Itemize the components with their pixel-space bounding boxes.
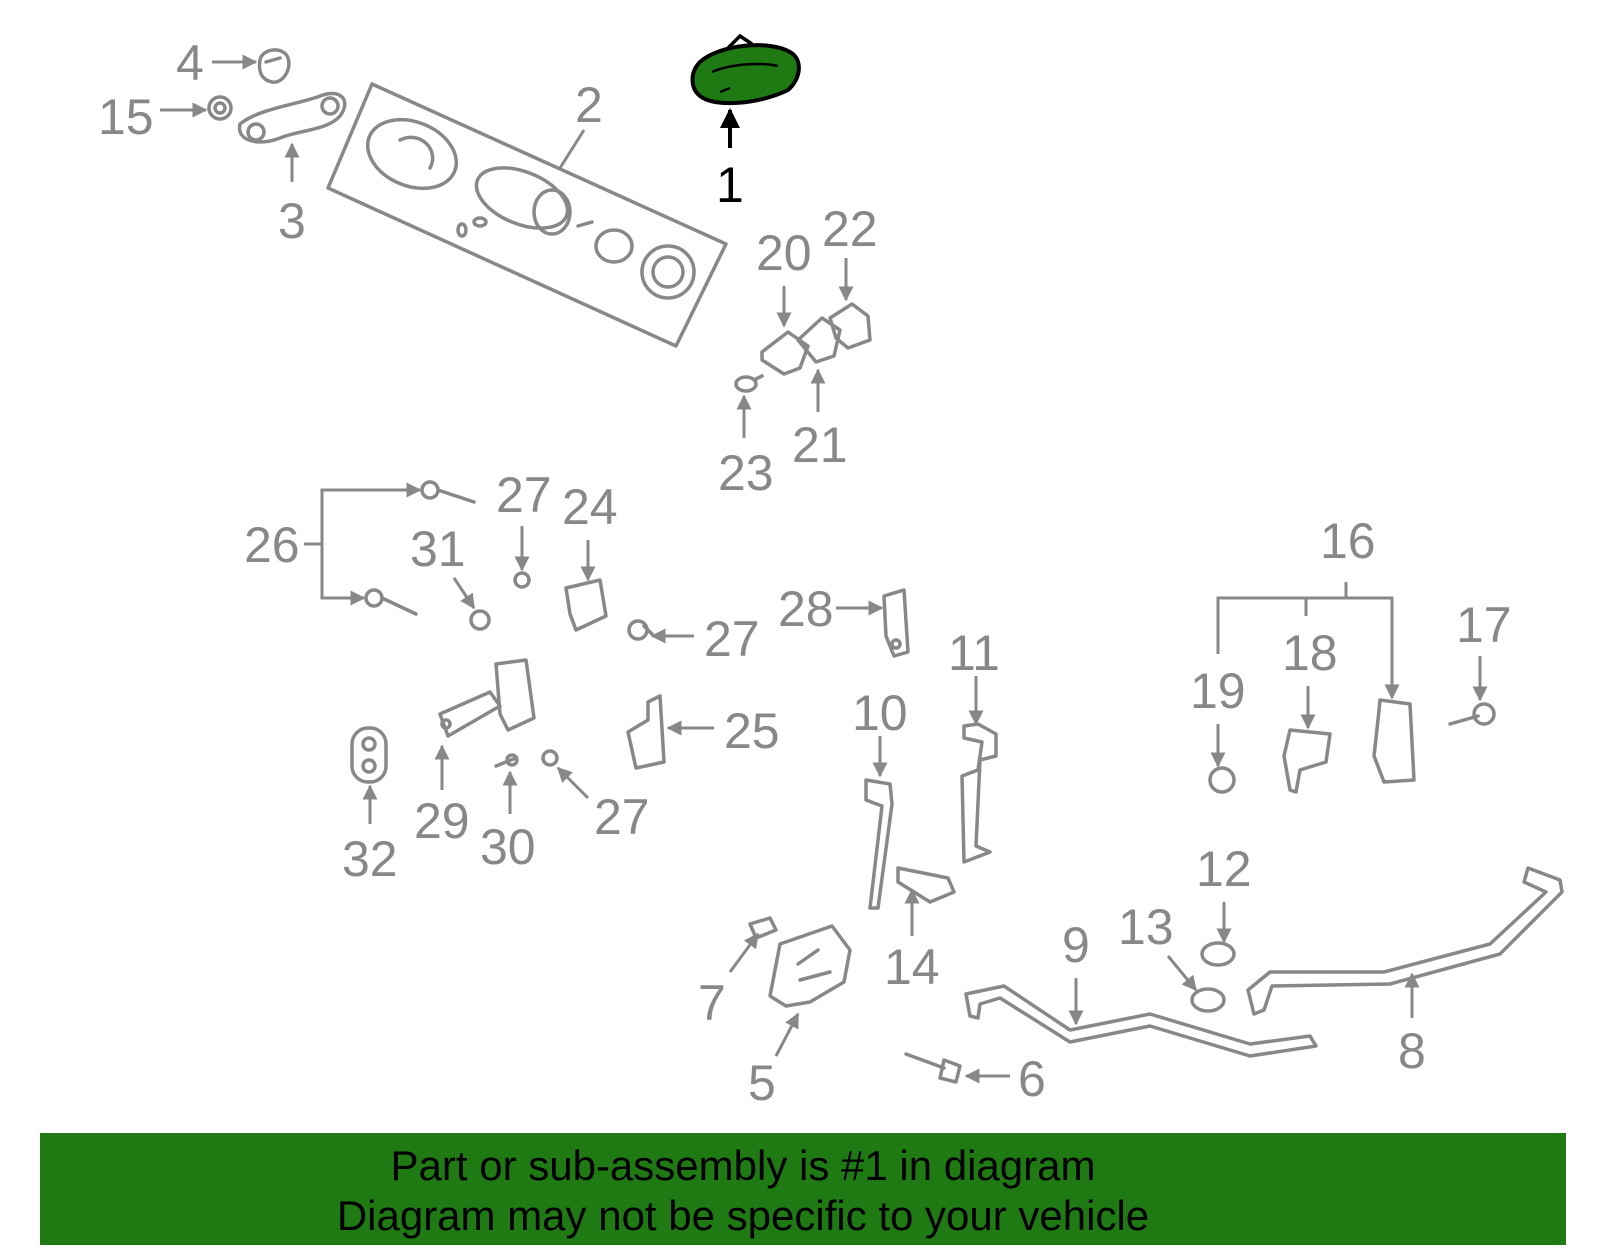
part-22-hinge[interactable] (828, 302, 872, 350)
part-23-bolt[interactable] (734, 374, 764, 393)
callout-5-arrow (774, 1012, 800, 1057)
part-25-bracket[interactable] (626, 694, 666, 770)
callout-8: 8 (1398, 1023, 1426, 1079)
part-28-grommet[interactable] (627, 619, 654, 641)
callout-28: 27 (704, 611, 760, 667)
callout-16: 16 (1320, 513, 1376, 569)
callout-1: 1 (716, 157, 744, 213)
part-3-bracket[interactable] (237, 91, 347, 144)
callout-12: 12 (1196, 841, 1252, 897)
part-32-nut[interactable] (469, 609, 491, 631)
part-8-rod[interactable] (1246, 866, 1564, 1016)
part-27-clip-bottom[interactable] (541, 749, 559, 767)
part-15-nut[interactable] (207, 95, 233, 121)
part-1-handle[interactable] (690, 33, 801, 106)
callout-6: 6 (1018, 1051, 1046, 1107)
callout-23: 23 (718, 445, 774, 501)
callout-2: 2 (575, 77, 603, 133)
callout-7: 7 (698, 975, 726, 1031)
callout-3: 3 (278, 193, 306, 249)
part-12-clip[interactable] (1200, 941, 1236, 967)
part-27-clip-top[interactable] (513, 571, 531, 589)
part-33-grommet[interactable] (350, 726, 388, 784)
callout-32: 31 (410, 521, 466, 577)
callout-22: 22 (822, 201, 878, 257)
callout-24: 24 (562, 479, 618, 535)
callout-27b: 27 (594, 789, 650, 845)
callout-9: 9 (1062, 917, 1090, 973)
part-24-pad[interactable] (564, 578, 608, 632)
part-26-bolt-top[interactable] (420, 480, 476, 504)
part-2-lock-kit[interactable] (326, 82, 728, 348)
callout-4: 4 (176, 35, 204, 91)
part-14-bracket[interactable] (896, 866, 956, 904)
callout-15: 15 (98, 89, 154, 145)
part-21-hinge[interactable] (796, 316, 842, 364)
callout-26: 26 (244, 517, 300, 573)
part-29-striker[interactable] (882, 588, 910, 658)
callout-7-arrow (728, 932, 760, 973)
callout-25: 25 (724, 703, 780, 759)
callout-13-arrow (1166, 955, 1198, 992)
callout-27a: 27 (496, 467, 552, 523)
info-banner: Part or sub-assembly is #1 in diagram Di… (40, 1133, 1566, 1245)
part-16-latch[interactable] (1372, 698, 1416, 784)
part-4-clip[interactable] (257, 48, 291, 84)
part-5-latch[interactable] (768, 924, 852, 1008)
callout-26-bracket (320, 488, 418, 600)
part-30-door-check[interactable] (438, 658, 536, 738)
callout-33: 32 (342, 831, 398, 887)
callout-11: 11 (948, 625, 1000, 681)
part-20-hinge[interactable] (760, 330, 810, 376)
callout-20: 20 (756, 225, 812, 281)
callout-32-arrow (452, 577, 476, 610)
part-19-nut[interactable] (1208, 766, 1236, 794)
part-13-clip[interactable] (1190, 987, 1226, 1013)
callout-29: 28 (778, 581, 834, 637)
part-10-rod[interactable] (864, 778, 894, 910)
callout-10: 10 (852, 685, 908, 741)
callout-17: 17 (1456, 597, 1512, 653)
banner-line-1: Part or sub-assembly is #1 in diagram (390, 1142, 1096, 1189)
part-7-clip[interactable] (748, 916, 778, 940)
callout-13: 13 (1118, 899, 1174, 955)
part-9-rod[interactable] (964, 984, 1318, 1058)
banner-line-2: Diagram may not be specific to your vehi… (336, 1192, 1150, 1239)
part-31-bolt[interactable] (494, 753, 519, 768)
callout-30: 29 (414, 793, 470, 849)
callout-2-leader (558, 129, 586, 169)
callout-27b-arrow (556, 766, 590, 800)
callout-19: 19 (1190, 663, 1246, 719)
part-17-bolt[interactable] (1448, 702, 1496, 726)
callout-21: 21 (792, 417, 848, 473)
callout-14: 14 (884, 939, 940, 995)
part-18-bracket[interactable] (1282, 728, 1332, 794)
callout-18: 18 (1282, 625, 1338, 681)
part-11-rod[interactable] (960, 722, 998, 864)
callout-5: 5 (748, 1055, 776, 1111)
part-26-bolt-bottom[interactable] (364, 588, 418, 616)
part-6-bolt[interactable] (904, 1052, 962, 1084)
callout-31: 30 (480, 819, 536, 875)
